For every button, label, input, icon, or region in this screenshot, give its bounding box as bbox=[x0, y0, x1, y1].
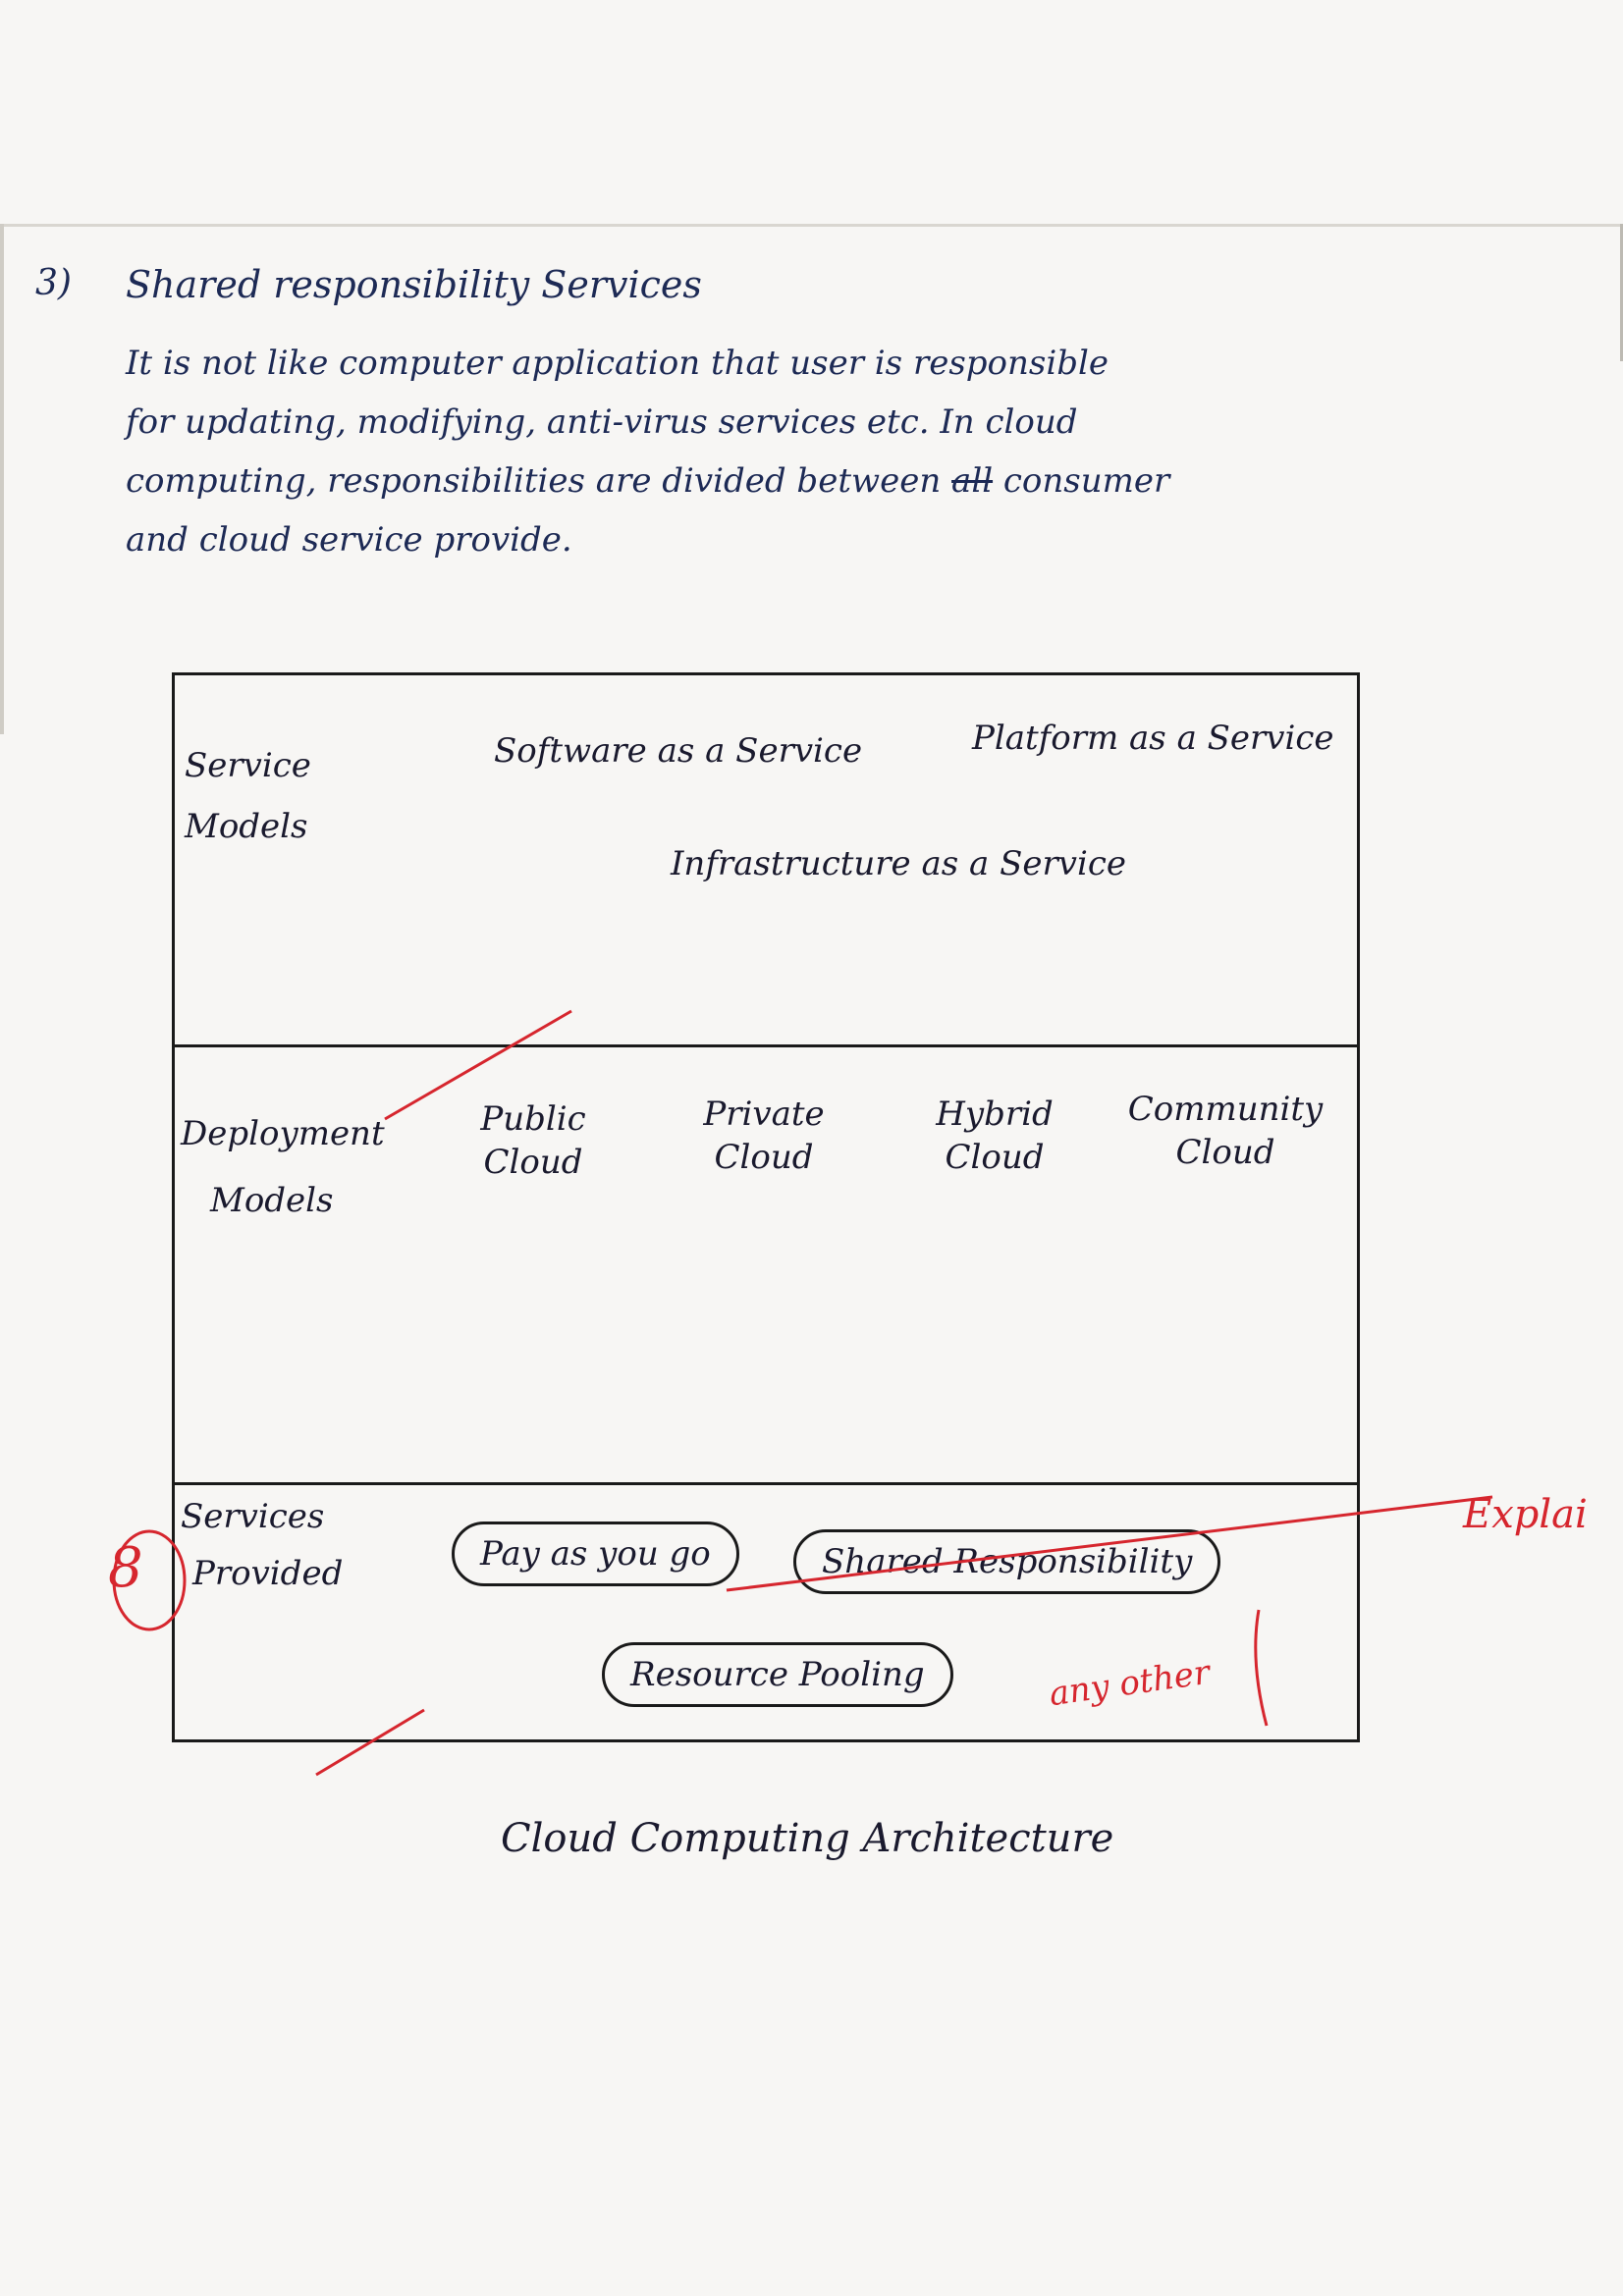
hybrid-cloud-label: Hybrid Cloud bbox=[936, 1095, 1054, 1177]
service-models-label-line2: Models bbox=[185, 807, 308, 846]
shared-responsibility-bubble: Shared Responsibility bbox=[793, 1529, 1221, 1594]
diagram-caption: Cloud Computing Architecture bbox=[501, 1816, 1114, 1861]
community-cloud-label: Community Cloud bbox=[1127, 1090, 1324, 1172]
paragraph-line-2: for updating, modifying, anti-virus serv… bbox=[126, 402, 1078, 442]
paragraph-line-3-text: computing, responsibilities are divided … bbox=[126, 461, 942, 501]
page-edge-right bbox=[1620, 224, 1623, 361]
struck-word: all bbox=[951, 461, 994, 501]
answer-paragraph: It is not like computer application that… bbox=[126, 334, 1540, 569]
page-edge-top bbox=[0, 224, 1623, 227]
private-cloud-label: Private Cloud bbox=[703, 1095, 825, 1177]
architecture-diagram: Service Models Software as a Service Pla… bbox=[172, 672, 1360, 1742]
service-models-label-line1: Service bbox=[185, 746, 311, 785]
question-heading: Shared responsibility Services bbox=[126, 263, 702, 306]
iaas-label: Infrastructure as a Service bbox=[671, 844, 1126, 883]
services-provided-label-line1: Services bbox=[181, 1497, 325, 1536]
page-edge-left bbox=[0, 224, 4, 734]
services-provided-label-line2: Provided bbox=[192, 1554, 344, 1593]
divider-deployment-services bbox=[175, 1482, 1357, 1485]
comment-explain: Explai bbox=[1463, 1492, 1588, 1537]
pay-as-you-go-bubble: Pay as you go bbox=[452, 1522, 739, 1586]
deployment-models-label-line2: Models bbox=[210, 1181, 334, 1220]
deployment-models-label: Deployment Models bbox=[181, 1112, 385, 1222]
public-cloud-label: Public Cloud bbox=[480, 1099, 586, 1182]
score-mark: 8 bbox=[108, 1536, 143, 1600]
services-provided-label: Services Provided bbox=[181, 1495, 343, 1595]
question-number: 3) bbox=[35, 263, 72, 303]
paragraph-line-4: and cloud service provide. bbox=[126, 520, 572, 560]
paragraph-line-3: computing, responsibilities are divided … bbox=[126, 452, 1540, 510]
paragraph-line-1: It is not like computer application that… bbox=[126, 344, 1109, 383]
paas-label: Platform as a Service bbox=[972, 719, 1334, 758]
divider-service-deployment bbox=[175, 1044, 1357, 1047]
service-models-label: Service Models bbox=[185, 744, 311, 848]
deployment-models-label-line1: Deployment bbox=[181, 1114, 385, 1153]
resource-pooling-bubble: Resource Pooling bbox=[602, 1642, 953, 1707]
paragraph-line-3-tail: consumer bbox=[1002, 461, 1170, 501]
saas-label: Software as a Service bbox=[494, 731, 863, 771]
